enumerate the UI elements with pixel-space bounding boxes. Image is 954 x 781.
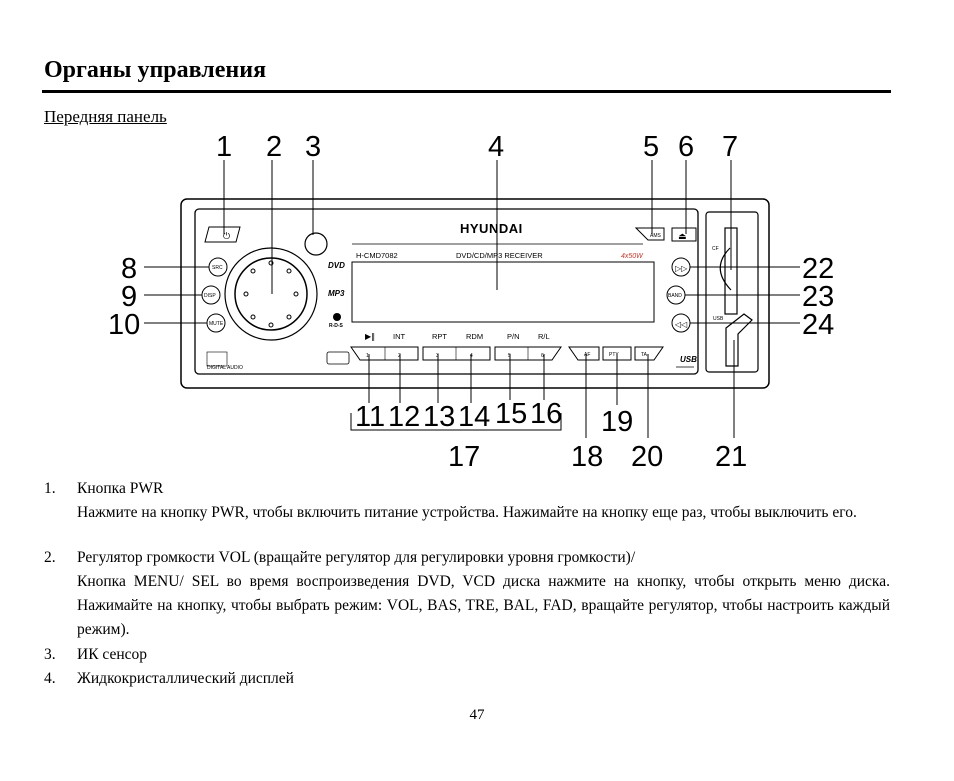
knob-dot (286, 268, 292, 274)
section-subtitle: Передняя панель (44, 107, 167, 126)
item-title: ИК сенсор (77, 646, 148, 663)
callout-20: 20 (631, 441, 663, 473)
ta-button[interactable] (634, 346, 664, 361)
leader-lines (144, 160, 800, 438)
usb-port-label: USB (713, 316, 724, 322)
item-description: Нажмите на кнопку PWR, чтобы включить пи… (77, 504, 857, 521)
front-panel-diagram: ⏻ SRC DISP MUTE DVD MP3 R-D-S HYUNDAI H-… (108, 131, 834, 473)
callout-3: 3 (305, 131, 321, 163)
knob-dot (286, 314, 292, 320)
callout-16: 16 (530, 398, 562, 430)
preset-6-label: 6 (541, 353, 544, 359)
dvd-logo: DVD (328, 261, 345, 270)
play-pause-icon: ▶‖ (365, 332, 375, 341)
preset-button-1-2[interactable] (350, 346, 419, 361)
callout-11: 11 (355, 401, 385, 433)
mute-button-label: MUTE (209, 321, 224, 327)
ir-sensor (304, 232, 328, 256)
fn-rpt: RPT (432, 332, 447, 341)
sd-card-slot (719, 247, 732, 291)
usb-port (725, 313, 753, 367)
digital-audio-label: DIGITAL AUDIO (207, 365, 243, 371)
af-button-label: AF (584, 352, 590, 358)
page-title: Органы управления (44, 57, 267, 83)
callout-7: 7 (722, 131, 738, 163)
lcd-display (351, 261, 655, 323)
band-button-label: BAND (668, 293, 682, 299)
rewind-icon: ◁◁ (674, 320, 687, 329)
usb-logo: USB (680, 355, 697, 364)
item-number: 4. (44, 670, 56, 687)
callout-5: 5 (643, 131, 659, 163)
knob-dot (293, 291, 299, 297)
knob-dot (268, 322, 274, 328)
preset-button-5-6[interactable] (494, 346, 562, 361)
callout-22: 22 (802, 253, 834, 285)
fn-rl: R/L (538, 332, 550, 341)
cf-slot-label: CF (712, 246, 719, 252)
callout-19: 19 (601, 406, 633, 438)
pty-button-label: PTY (609, 352, 619, 358)
item-title: Жидкокристаллический дисплей (77, 670, 294, 687)
rds-logo-mark (333, 313, 341, 321)
callout-13: 13 (423, 401, 455, 433)
fn-pn: P/N (507, 332, 520, 341)
volume-knob-inner (234, 257, 308, 331)
callout-12: 12 (388, 401, 420, 433)
disp-button-label: DISP (204, 293, 216, 299)
preset-button-3-4[interactable] (422, 346, 491, 361)
knob-dot (250, 268, 256, 274)
knob-dot (250, 314, 256, 320)
brand-logo: HYUNDAI (460, 221, 523, 236)
panel-outer-frame (180, 198, 770, 389)
volume-knob-outer[interactable] (224, 247, 318, 341)
callout-24: 24 (802, 309, 834, 341)
eject-icon: ⏏ (678, 232, 687, 242)
ta-button-label: TA (641, 352, 648, 358)
digital-audio-badge (206, 351, 228, 367)
callout-8: 8 (121, 253, 137, 285)
product-label: DVD/CD/MP3 RECEIVER (456, 251, 543, 260)
eject-button[interactable] (671, 227, 697, 242)
item-number: 1. (44, 480, 56, 497)
callout-10: 10 (108, 309, 140, 341)
af-button[interactable] (568, 346, 600, 361)
card-slot-frame (705, 211, 759, 373)
title-rule (42, 90, 891, 93)
item-number: 2. (44, 549, 56, 566)
callout-9: 9 (121, 281, 137, 313)
src-button-label: SRC (212, 265, 223, 271)
slot-symbol (326, 351, 350, 365)
fn-rdm: RDM (466, 332, 483, 341)
rds-logo: R-D-S (329, 323, 344, 329)
preset-1-label: 1 (366, 353, 369, 359)
knob-dot (268, 260, 274, 266)
callout-14: 14 (458, 401, 490, 433)
ams-button-label: AMS (650, 233, 662, 239)
model-label: H-CMD7082 (356, 251, 398, 260)
callout-1: 1 (216, 131, 232, 163)
callout-4: 4 (488, 131, 504, 163)
callout-6: 6 (678, 131, 694, 163)
item-description: Кнопка MENU/ SEL во время воспроизведени… (77, 573, 890, 638)
callout-17: 17 (448, 441, 480, 473)
callout-18: 18 (571, 441, 603, 473)
ams-button[interactable] (634, 227, 665, 241)
power-rating-label: 4x50W (621, 253, 644, 260)
fast-forward-icon: ▷▷ (675, 264, 688, 273)
knob-dot (243, 291, 249, 297)
callout-2: 2 (266, 131, 282, 163)
callout-15: 15 (495, 398, 527, 430)
panel-inner-frame (194, 208, 699, 375)
mp3-logo: MP3 (328, 289, 345, 298)
callout-23: 23 (802, 281, 834, 313)
item-title: Кнопка PWR (77, 480, 164, 497)
item-number: 3. (44, 646, 56, 663)
power-button[interactable] (204, 226, 241, 243)
fn-int: INT (393, 332, 406, 341)
power-icon: ⏻ (223, 231, 230, 242)
page-number: 47 (469, 707, 485, 723)
callout-21: 21 (715, 441, 747, 473)
item-title: Регулятор громкости VOL (вращайте регуля… (77, 549, 636, 566)
